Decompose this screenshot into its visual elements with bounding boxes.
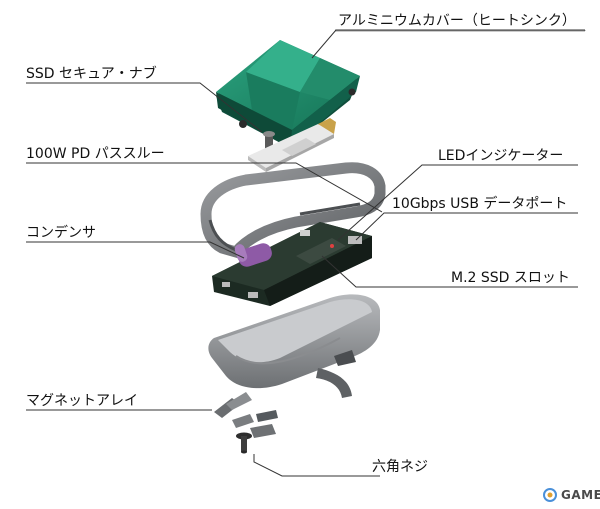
label-hex-screw: 六角ネジ: [372, 459, 428, 475]
gamer-watermark: GAMER: [543, 487, 600, 503]
leader-usb: [355, 212, 578, 241]
label-m2-slot: M.2 SSD スロット: [451, 270, 570, 286]
heatsink-cover: [216, 40, 360, 148]
leader-led: [337, 164, 578, 241]
leader-pd: [26, 162, 383, 213]
watermark-text: GAMER: [561, 488, 600, 502]
label-magnet-array: マグネットアレイ: [26, 393, 138, 409]
hex-screw: [236, 432, 252, 454]
base-shell: [208, 294, 380, 389]
leader-capacitor: [26, 241, 245, 259]
gamer-logo-icon: [543, 488, 557, 502]
pcb-board: [212, 222, 372, 306]
magnet-array: [214, 392, 278, 438]
label-pd-passthrough: 100W PD パススルー: [26, 146, 165, 162]
label-capacitor: コンデンサ: [26, 225, 96, 241]
label-led-indicator: LEDインジケーター: [438, 148, 564, 164]
leader-lines: [26, 29, 586, 477]
label-heatsink-cover: アルミニウムカバー（ヒートシンク）: [338, 13, 576, 29]
leader-screw: [253, 454, 380, 477]
label-usb-port: 10Gbps USB データポート: [392, 196, 568, 212]
leader-ssd-nub: [26, 82, 263, 133]
leader-m2: [321, 255, 578, 288]
label-ssd-nub: SSD セキュア・ナブ: [26, 66, 157, 82]
leader-heatsink-line: [311, 29, 585, 59]
magnet-arc: [316, 350, 356, 398]
